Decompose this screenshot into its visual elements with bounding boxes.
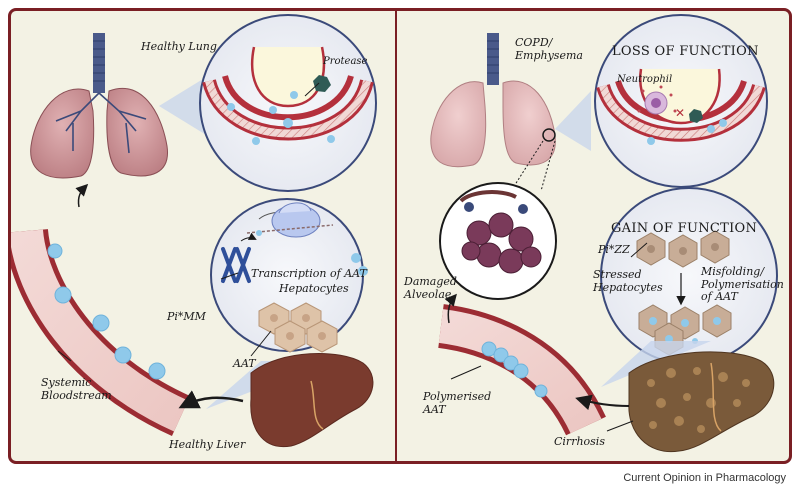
label-transcription: Transcription of AAT	[251, 267, 367, 280]
journal-credit: Current Opinion in Pharmacology	[623, 472, 786, 484]
label-misfolding-line3: of AAT	[701, 290, 738, 304]
label-copd-line1: COPD/	[515, 36, 553, 49]
label-hepatocytes: Hepatocytes	[279, 282, 349, 295]
label-misfolding-line1: Misfolding/	[701, 265, 765, 278]
damaged-alveolae-circle	[439, 182, 557, 300]
label-misfolding-line2: Polymerisation	[701, 277, 784, 291]
label-polymerised-aat: Polymerised AAT	[423, 390, 492, 416]
label-cirrhosis: Cirrhosis	[554, 435, 605, 448]
label-systemic-line2: Bloodstream	[41, 388, 112, 402]
label-damaged-line2: Alveolae	[404, 287, 452, 301]
label-systemic-line1: Systemic	[41, 376, 92, 389]
label-stressed-hepatocytes: Stressed Hepatocytes	[593, 268, 663, 294]
label-pimm: Pi*MM	[167, 310, 206, 323]
label-systemic: Systemic Bloodstream	[41, 376, 112, 402]
label-protease: Protease	[323, 56, 368, 67]
label-stressed-line1: Stressed	[593, 268, 642, 281]
label-healthy-lung: Healthy Lung	[141, 40, 217, 53]
svg-text:✕: ✕	[675, 106, 685, 120]
label-damaged-alveolae: Damaged Alveolae	[404, 275, 457, 301]
label-copd: COPD/ Emphysema	[515, 36, 583, 62]
label-polymerised-line1: Polymerised	[423, 390, 492, 403]
label-pizz: Pi*ZZ	[598, 243, 630, 256]
heading-gain-of-function: GAIN OF FUNCTION	[611, 221, 758, 236]
label-polymerised-line2: AAT	[423, 402, 446, 416]
label-damaged-line1: Damaged	[404, 275, 457, 288]
label-misfolding: Misfolding/ Polymerisation of AAT	[701, 265, 784, 304]
label-neutrophil: Neutrophil	[617, 74, 673, 85]
cirrhotic-liver-drawing	[601, 341, 775, 453]
label-copd-line2: Emphysema	[515, 48, 583, 62]
label-healthy-liver: Healthy Liver	[169, 438, 246, 451]
healthy-lung-drawing	[30, 33, 168, 179]
protease-circle	[199, 14, 377, 192]
figure-frame: ✕	[8, 8, 792, 464]
right-blood-vessel	[437, 304, 606, 437]
label-aat: AAT	[233, 357, 256, 370]
label-stressed-line2: Hepatocytes	[593, 280, 663, 294]
loss-of-function-circle: ✕	[594, 14, 768, 188]
heading-loss-of-function: LOSS OF FUNCTION	[612, 44, 759, 59]
illustration: ✕	[11, 11, 778, 461]
copd-lung-drawing	[430, 33, 556, 168]
left-blood-vessel	[11, 228, 191, 437]
healthy-liver-drawing	[206, 353, 374, 448]
